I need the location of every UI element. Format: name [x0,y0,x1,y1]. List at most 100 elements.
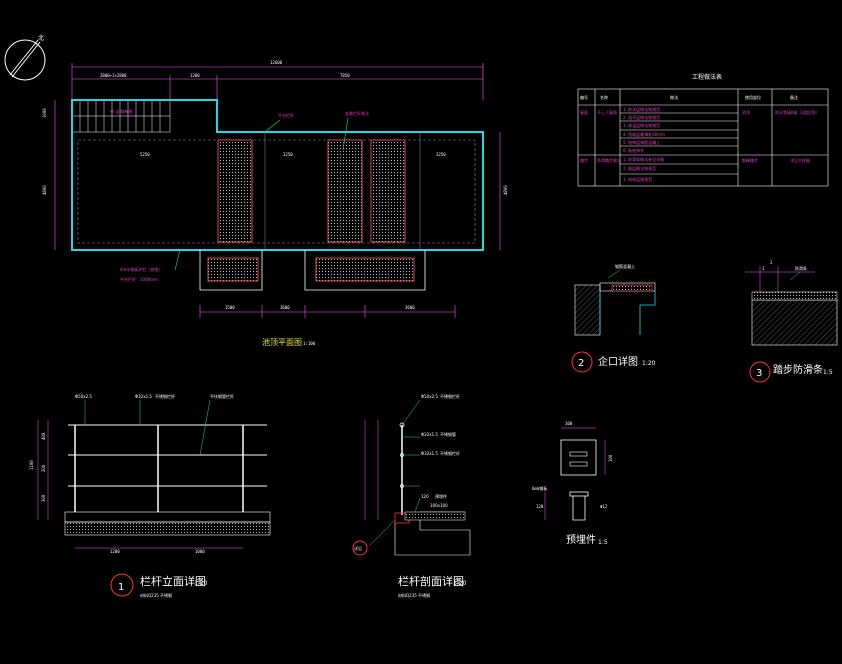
th-code: 编号 [580,94,588,100]
row1-note: 防水等级II级（2道设防） [775,109,820,115]
detail-1-dim-left-4: 300 [41,494,46,502]
detail-3-drawing [745,266,838,346]
th-note: 备注 [790,94,798,100]
section-label-5: Φ32x1.5 [421,451,438,456]
detail-2-num: 2 [578,358,584,369]
detail-1-label-3: 不锈钢栏杆 [155,393,175,399]
detail-2-label: 钢筋混凝土 [615,263,635,269]
detail-1-drawing [37,399,271,549]
detail-1-dim-bottom-1: 1200 [110,549,120,554]
detail-1-label-1: Φ50x2.5 [75,394,92,399]
plan-dim-bottom-2: 3600 [280,305,290,310]
plan-scale: 1:100 [303,341,316,346]
row1-item5: 5. 结构层钢筋混凝土 [623,139,660,145]
row2-use: 钢梯踏步 [742,157,758,163]
th-name: 名称 [600,94,608,100]
section-title: 栏杆剖面详图 [398,574,464,588]
detail-1-sub: 材料Q235 不锈钢 [140,592,172,598]
section-scale: 1:20 [453,580,467,587]
detail-3-num: 3 [756,368,762,379]
row2-note: 详见大样图 [790,157,810,163]
row1-item3: 3. 保温层做法按规范 [623,122,660,128]
plan-dimensions [54,63,501,318]
section-ref-marker [352,540,368,556]
plan-dim-bottom-1: 1500 [225,305,235,310]
plan-staircase [71,99,171,133]
detail-1-dim-left-2: 400 [41,432,46,440]
plan-leaders [174,117,349,271]
plan-dim-inner-2: 3250 [283,152,293,157]
plan-dim-right: 4800 [503,185,508,195]
row2-item3: 3. 结构层按规范 [623,176,652,182]
detail-3-dim2: 2 [770,260,773,265]
row2-item2: 2. 面层做法按规范 [623,165,656,171]
plan-dim-top-1: 2800+1+2800 [100,73,127,78]
section-label-4: 不锈钢管 [440,431,456,437]
plan-callout-1: 平台栏杆 [278,112,294,118]
method-table [577,88,829,187]
embed-title: 预埋件 [566,534,596,546]
detail-1-title: 栏杆立面详图 [140,574,206,588]
section-label-6: 不锈钢栏杆 [440,450,460,456]
plan-dim-inner-3: 3250 [436,152,446,157]
section-sub: 材料Q235 不锈钢 [398,592,430,598]
section-label-7: 120 [421,494,429,499]
embed-scale: 1:5 [598,539,608,546]
plan-dim-top-3: 7850 [340,73,350,78]
detail-3-dim1: 1 [762,266,765,271]
row1-use: 池顶 [742,109,750,115]
plan-dim-top-2: 1200 [190,73,200,78]
row2-code: 踏步 [580,157,588,163]
north-label: 北 [38,34,44,42]
row1-name: 不上人屋面 [597,109,617,115]
north-arrow: 北 [4,34,46,81]
plan-hatch-openings [199,139,426,291]
row1-item2: 2. 找平层做法按规范 [623,114,660,120]
detail-1-marker [110,573,134,597]
th-use: 使用部位 [745,94,761,100]
section-label-8: 预埋件 [435,493,447,499]
detail-3-scale: 1:5 [823,369,833,376]
plan-inner-outline [77,139,476,244]
row1-item6: 6. 板底抹灰 [623,147,644,153]
plan-stair-label: 参 见 钢梯图 [110,108,133,114]
plan-dim-total: 12600 [270,60,283,65]
row1-item1: 1. 防水层做法按规范 [623,106,660,112]
plan-dim-bottom-3: 3600 [405,305,415,310]
row2-name: 防滑踏步做法 [597,157,621,163]
section-label-3: Φ32x1.5 [421,432,438,437]
plan-note-b: 平台栏杆 [120,276,136,282]
section-ref-text: 详见 [354,545,362,551]
plan-grid [264,132,421,250]
detail-1-dim-left-1: 1100 [29,460,34,470]
plan-dim-inner-1: 5250 [140,152,150,157]
detail-3-marker [749,361,771,383]
row1-item4: 4. 找坡层最薄处30mm [623,131,665,137]
plan-title: 池顶平面图 [262,337,302,347]
embedded-part-drawing [544,427,606,521]
plan-callout-2: 金属栏杆做法 [345,110,369,116]
th-method: 做法 [670,94,678,100]
detail-2-title: 企口详图 [598,355,638,368]
detail-section-drawing [364,399,471,556]
table-title: 工程做法表 [692,73,722,81]
detail-1-dim-bottom-2: 1000 [195,549,205,554]
plan-dim-left-2: 4800 [42,185,47,195]
embed-dim-1: 100 [565,421,573,426]
embed-dim-4: Φ12 [600,504,608,509]
detail-1-dim-left-3: 200 [41,464,46,472]
detail-1-label-2: Φ32x1.5 [135,394,152,399]
section-label-1: Φ50x2.5 [421,394,438,399]
embed-dim-2: 100 [608,454,613,462]
detail-1-num: 1 [118,582,124,593]
detail-2-scale: 1:20 [642,360,656,367]
row1-code: 屋面 [580,109,588,115]
plan-note-b2: 1000mm [140,277,158,282]
detail-3-title: 踏步防滑条 [773,363,823,376]
row2-item1: 1. 防滑条做法参见详图 [623,156,664,162]
detail-1-label-4: 平扶钢管栏杆 [210,393,234,399]
section-label-9: 100x100 [430,503,448,508]
plan-dim-left-1: 1000 [42,108,47,118]
detail-2-drawing [574,269,656,336]
plan-note-a: 4mm钢板护栏（参图） [120,266,162,272]
